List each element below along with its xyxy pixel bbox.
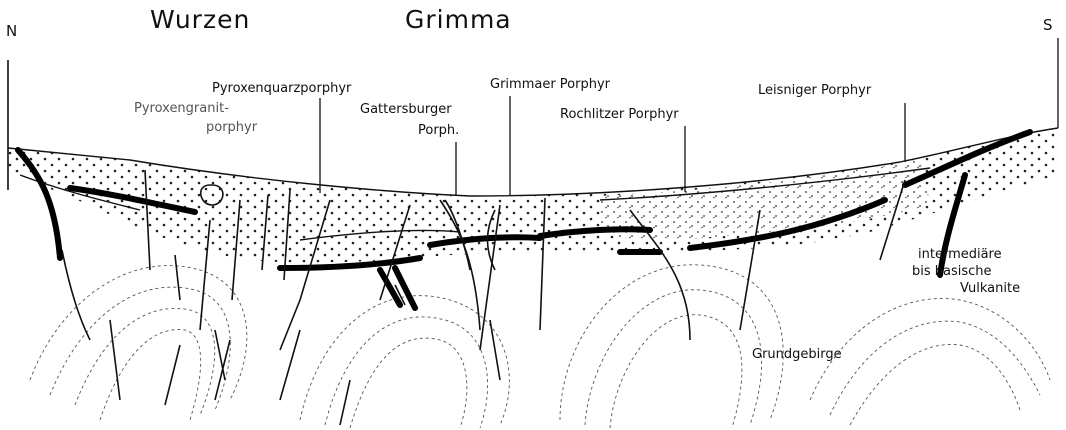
basement-contours <box>30 265 1050 428</box>
unit-label-vulkanite-line3: Vulkanite <box>960 281 1020 296</box>
unit-label-pyroxengranit-line1: Pyroxengranit- <box>134 101 229 116</box>
unit-label-pyroxengranit-line2: porphyr <box>206 120 258 135</box>
unit-label-gattersburger-line2: Porph. <box>418 123 459 138</box>
basement-fold-left <box>30 266 247 420</box>
unit-label-grundgebirge: Grundgebirge <box>752 347 842 362</box>
unit-label-leisniger: Leisniger Porphyr <box>758 83 872 98</box>
unit-label-vulkanite-line2: bis basische <box>912 264 992 279</box>
north-label: N <box>6 22 17 40</box>
town-label-grimma: Grimma <box>405 5 512 34</box>
unit-label-vulkanite-line1: intermediäre <box>918 247 1002 262</box>
south-label: S <box>1043 16 1053 34</box>
unit-label-rochlitzer: Rochlitzer Porphyr <box>560 107 679 122</box>
town-label-wurzen: Wurzen <box>150 5 250 34</box>
unit-label-gattersburger-line1: Gattersburger <box>360 102 452 117</box>
unit-label-pyroxenquarzporphyr: Pyroxenquarzporphyr <box>212 81 352 96</box>
unit-label-grimmaer: Grimmaer Porphyr <box>490 77 611 92</box>
